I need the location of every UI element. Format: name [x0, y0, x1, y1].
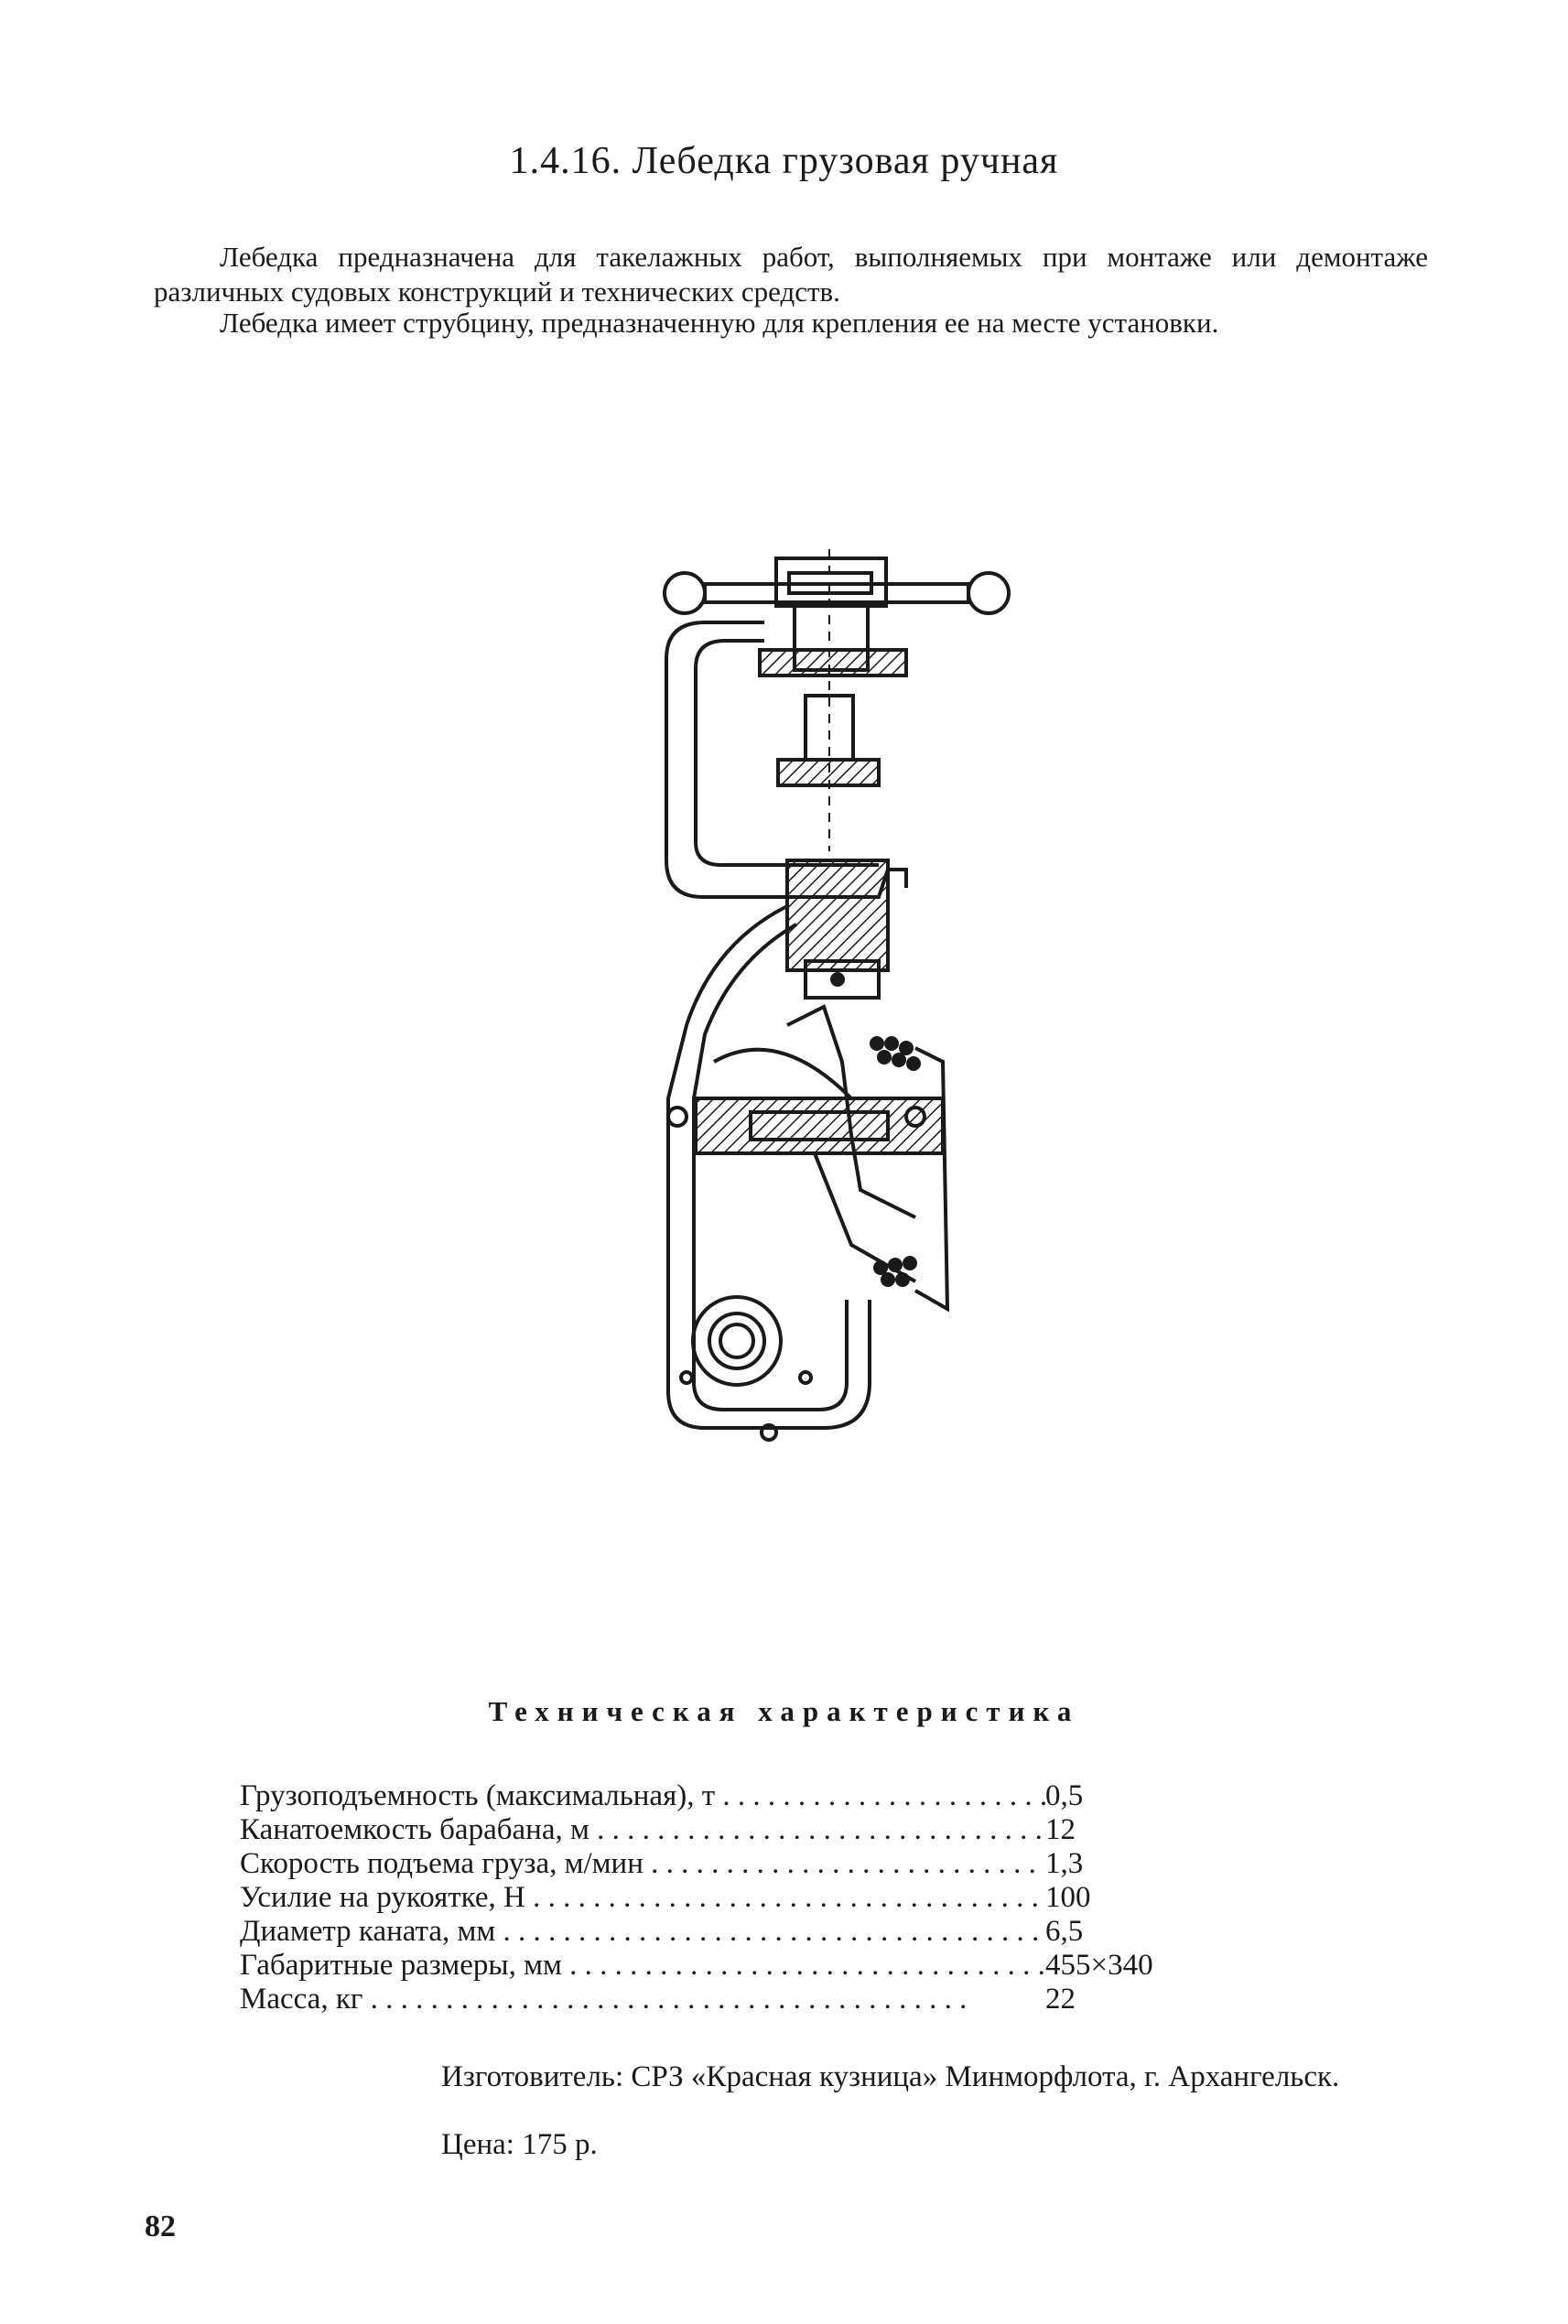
spec-row: Габаритные размеры, мм . . . . . . . . .… — [240, 1949, 1247, 1983]
section-title: 1.4.16. Лебедка грузовая ручная — [509, 140, 1059, 182]
mount-sleeve — [785, 859, 890, 972]
description-paragraph-2: Лебедка имеет струбцину, предназначенную… — [220, 307, 1219, 339]
winch-drawing — [641, 549, 1025, 1465]
spec-label: Диаметр каната, мм . . . . . . . . . . .… — [240, 1915, 1045, 1948]
page-number: 82 — [145, 2210, 176, 2243]
winch-casing — [666, 904, 871, 1430]
spec-value: 1,3 — [1045, 1847, 1084, 1880]
drum — [666, 1004, 950, 1442]
spec-row: Диаметр каната, мм . . . . . . . . . . .… — [240, 1915, 1247, 1949]
specs-heading: Техническая характеристика — [488, 1695, 1080, 1727]
spec-value: 12 — [1045, 1813, 1076, 1846]
spec-value: 455×340 — [1045, 1949, 1153, 1982]
spec-label: Усилие на рукоятке, Н . . . . . . . . . … — [240, 1881, 1045, 1914]
spec-row: Грузоподъемность (максимальная), т . . .… — [240, 1779, 1247, 1813]
spec-row: Усилие на рукоятке, Н . . . . . . . . . … — [240, 1881, 1247, 1915]
rope-coils — [870, 1036, 921, 1287]
spec-label: Габаритные размеры, мм . . . . . . . . .… — [240, 1949, 1045, 1982]
specs-table: Грузоподъемность (максимальная), т . . .… — [240, 1779, 1247, 2016]
spec-value: 6,5 — [1045, 1915, 1084, 1948]
description-paragraph-1: Лебедка предназначена для такелажных раб… — [154, 241, 1428, 308]
spec-value: 0,5 — [1045, 1779, 1084, 1812]
price-note: Цена: 175 р. — [441, 2128, 598, 2161]
clamp-frame — [665, 621, 908, 899]
manufacturer-note: Изготовитель: СРЗ «Красная кузница» Минм… — [441, 2060, 1340, 2093]
spec-row: Масса, кг . . . . . . . . . . . . . . . … — [240, 1983, 1247, 2016]
spec-label: Канатоемкость барабана, м . . . . . . . … — [240, 1813, 1045, 1846]
spec-row: Скорость подъема груза, м/мин . . . . . … — [240, 1847, 1247, 1881]
clamp-screw — [758, 549, 908, 851]
spec-value: 22 — [1045, 1983, 1076, 2016]
spec-row: Канатоемкость барабана, м . . . . . . . … — [240, 1813, 1247, 1847]
spec-label: Масса, кг . . . . . . . . . . . . . . . … — [240, 1983, 968, 2016]
spec-label: Скорость подъема груза, м/мин . . . . . … — [240, 1847, 1045, 1880]
spec-label: Грузоподъемность (максимальная), т . . .… — [240, 1779, 1045, 1812]
spec-value: 100 — [1045, 1881, 1091, 1914]
